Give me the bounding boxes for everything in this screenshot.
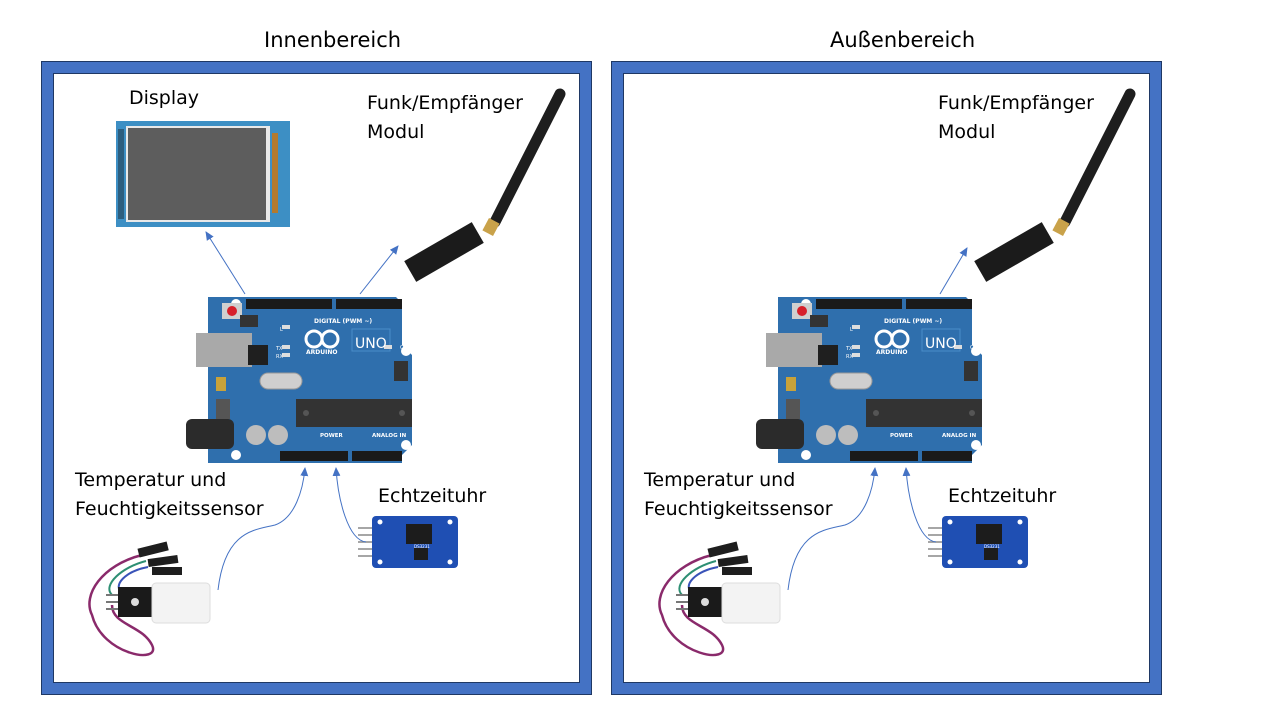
indoor-radio-label-line1: Funk/Empfänger <box>367 92 523 114</box>
outdoor-radio-label-line1: Funk/Empfänger <box>938 92 1094 114</box>
outdoor-sensor-label-line2: Feuchtigkeitssensor <box>644 498 833 520</box>
indoor-rtc-label: Echtzeituhr <box>378 485 487 507</box>
outdoor-rtc-chip-label: DS3231 <box>984 544 1000 549</box>
section-title-indoor: Innenbereich <box>264 28 402 52</box>
indoor-sensor-label-line1: Temperatur und <box>75 469 227 491</box>
indoor-board-on-label: ON <box>400 345 408 351</box>
indoor-rtc-chip-label: DS3231 <box>414 544 430 549</box>
outdoor-temp-humidity-sensor <box>658 540 782 657</box>
indoor-display-label: Display <box>129 87 200 109</box>
outdoor-sensor-label-line1: Temperatur und <box>644 469 796 491</box>
outdoor-rtc-module <box>927 515 1029 569</box>
arrow-board-to-display <box>205 231 246 295</box>
outdoor-board-led-rx: RX <box>846 354 853 360</box>
outdoor-board-led-l: L <box>850 327 853 333</box>
outdoor-board-analog-label: ANALOG IN <box>942 433 977 439</box>
section-title-outdoor: Außenbereich <box>830 28 976 52</box>
indoor-board-brand: ARDUINO <box>306 349 337 356</box>
indoor-board-power-label: POWER <box>320 433 344 439</box>
outdoor-rtc-label: Echtzeituhr <box>948 485 1057 507</box>
indoor-board-led-tx: TX <box>275 346 283 352</box>
indoor-board-model: UNO <box>355 336 387 352</box>
arrow-rtc-to-board <box>332 467 367 543</box>
outdoor-radio-module <box>974 94 1130 282</box>
outdoor-board-model: UNO <box>925 336 957 352</box>
indoor-board-analog-label: ANALOG IN <box>372 433 407 439</box>
outdoor-board-led-tx: TX <box>845 346 853 352</box>
arrow-sensor-to-board <box>217 467 309 591</box>
arrow-outdoor-rtc-to-board <box>902 467 937 543</box>
outdoor-board-on-label: ON <box>970 345 978 351</box>
outdoor-radio-label-line2: Modul <box>938 121 996 143</box>
outdoor-board-brand: ARDUINO <box>876 349 907 356</box>
arrow-board-to-outdoor-radio <box>939 247 968 295</box>
outdoor-board-digital-label: DIGITAL (PWM ~) <box>884 318 942 325</box>
indoor-board-led-rx: RX <box>276 354 283 360</box>
arrow-outdoor-sensor-to-board <box>787 467 879 591</box>
indoor-radio-label-line2: Modul <box>367 121 425 143</box>
indoor-board-led-l: L <box>280 327 283 333</box>
indoor-board-digital-label: DIGITAL (PWM ~) <box>314 318 372 325</box>
arrow-board-to-radio <box>359 245 399 295</box>
outdoor-board-power-label: POWER <box>890 433 914 439</box>
indoor-sensor-label-line2: Feuchtigkeitssensor <box>75 498 264 520</box>
